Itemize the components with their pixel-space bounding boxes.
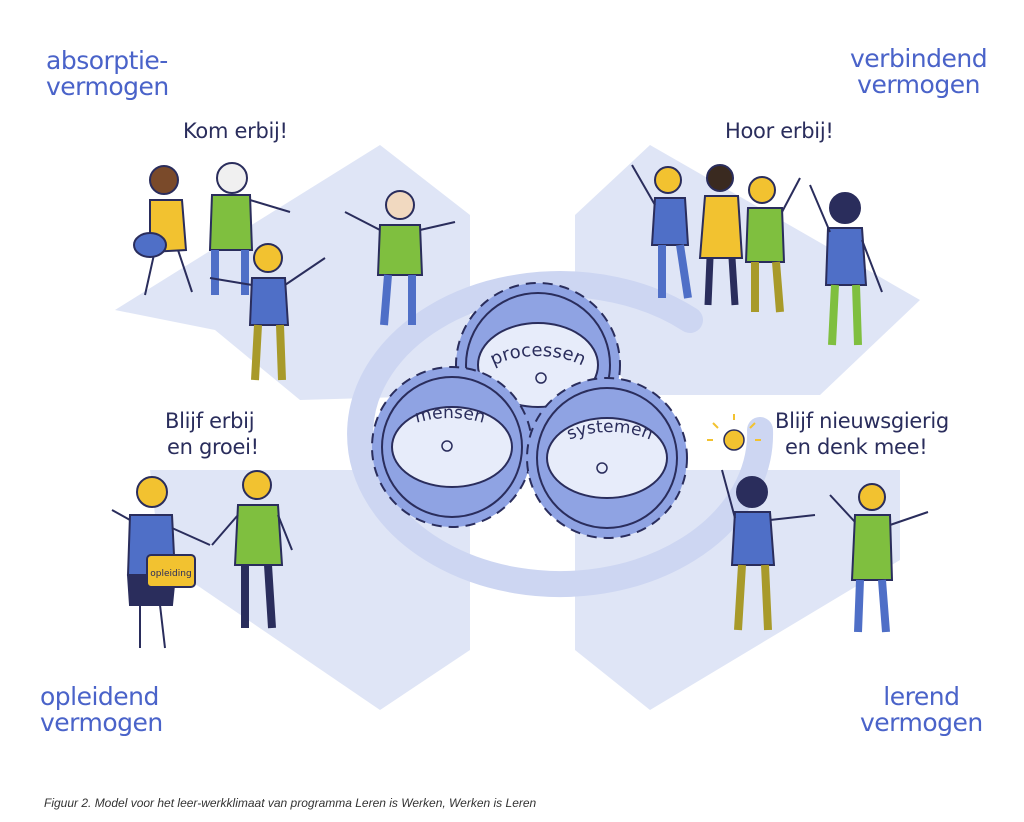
label-lerend-vermogen: lerend vermogen [860, 684, 983, 736]
label-opleidend-line1: opleidend [40, 684, 163, 710]
bag-opleiding: opleiding [147, 555, 195, 587]
figure-caption: Figuur 2. Model voor het leer-werkklimaa… [44, 796, 536, 810]
speech-hoor-erbij-text: Hoor erbij! [725, 118, 833, 144]
bag-label: opleiding [150, 569, 191, 579]
shape-top-right [575, 145, 920, 395]
label-lerend-line2: vermogen [860, 710, 983, 736]
speech-blijf-nieuwsgierig: Blijf nieuwsgierig en denk mee! [775, 408, 949, 460]
speech-kom-erbij-text: Kom erbij! [183, 118, 288, 144]
label-verbindend-vermogen: verbindend vermogen [850, 46, 987, 98]
label-lerend-line1: lerend [860, 684, 983, 710]
label-verbindend-line2: vermogen [850, 72, 987, 98]
gear-mensen [372, 367, 532, 527]
label-opleidend-vermogen: opleidend vermogen [40, 684, 163, 736]
label-absorptievermogen-line1: absorptie- [46, 48, 169, 74]
speech-nieuwsgierig-line1: Blijf nieuwsgierig [775, 408, 949, 434]
speech-kom-erbij: Kom erbij! [183, 118, 288, 144]
label-opleidend-line2: vermogen [40, 710, 163, 736]
gear-systemen [527, 378, 687, 538]
speech-blijf-erbij-line1: Blijf erbij [165, 408, 259, 434]
label-absorptievermogen-line2: vermogen [46, 74, 169, 100]
speech-nieuwsgierig-line2: en denk mee! [775, 434, 949, 460]
label-verbindend-line1: verbindend [850, 46, 987, 72]
speech-blijf-erbij: Blijf erbij en groei! [165, 408, 259, 460]
label-absorptievermogen: absorptie- vermogen [46, 48, 169, 100]
speech-blijf-erbij-line2: en groei! [165, 434, 259, 460]
speech-hoor-erbij: Hoor erbij! [725, 118, 833, 144]
